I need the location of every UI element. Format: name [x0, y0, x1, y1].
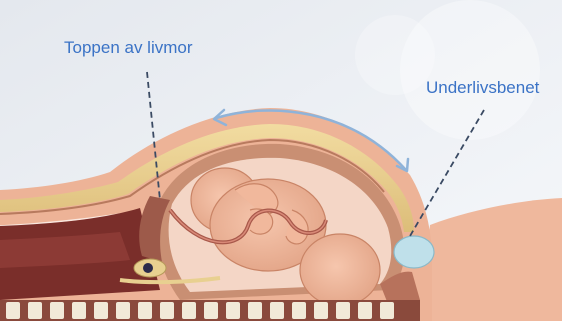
organ-detail-dot [143, 263, 153, 273]
bladder [394, 236, 434, 268]
bg-blob [355, 15, 435, 95]
label-pubic-bone: Underlivsbenet [426, 79, 539, 96]
fetus-head [300, 234, 380, 306]
label-uterus-top: Toppen av livmor [64, 39, 193, 56]
